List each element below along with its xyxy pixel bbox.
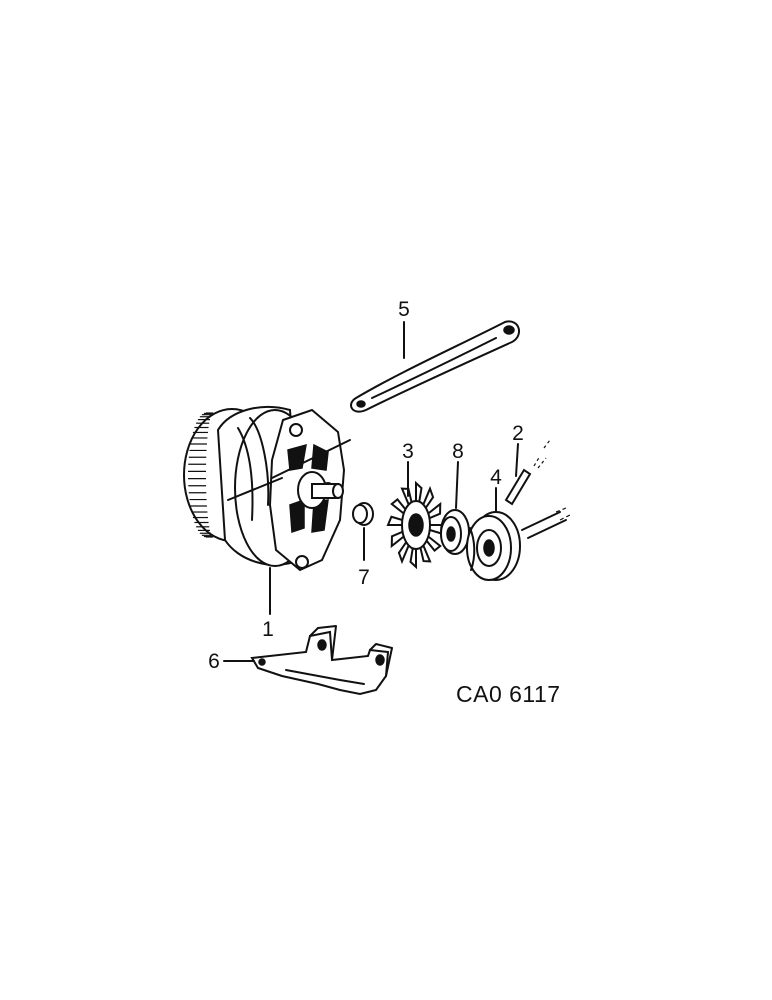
leader-lines [223,321,519,662]
adjusting-strap-icon [350,320,521,413]
key-icon [504,439,551,506]
drawing-number: CA0 6117 [456,681,561,707]
callout-8: 8 [452,440,464,463]
callout-6: 6 [208,650,220,673]
washer-icon [440,509,470,555]
mounting-bracket-icon [250,625,393,696]
callout-7: 7 [358,566,370,589]
callout-4: 4 [490,466,502,489]
spacer-icon [352,502,374,526]
callout-5: 5 [398,298,410,321]
callout-2: 2 [512,422,524,445]
callout-3: 3 [402,440,414,463]
fan-icon [386,480,446,570]
pulley-icon [466,507,573,581]
callout-1: 1 [262,618,274,641]
alternator-icon [183,406,351,572]
